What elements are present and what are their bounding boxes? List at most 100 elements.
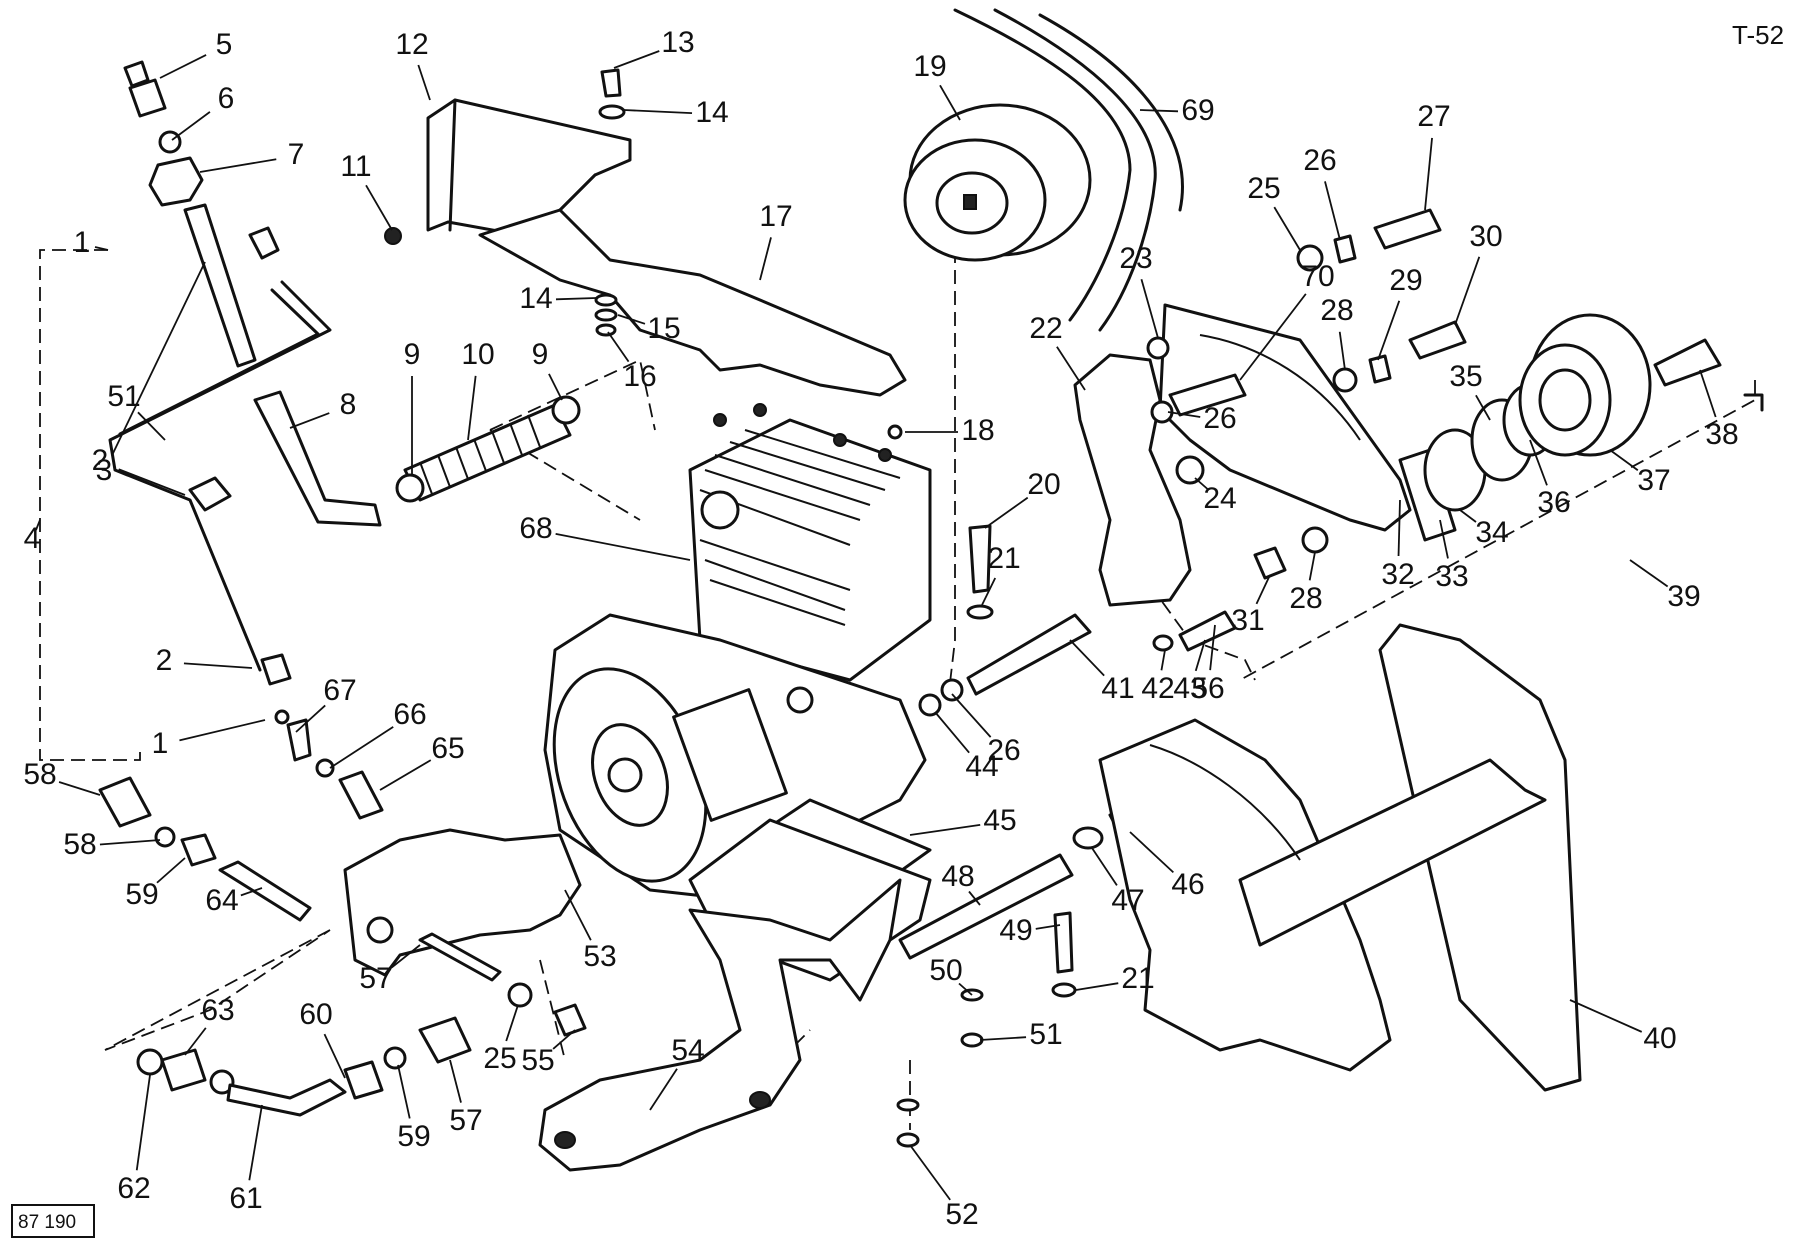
callout-number: 62 [117, 1172, 150, 1205]
callout-leader [156, 857, 186, 884]
washer-46 [1072, 826, 1104, 850]
callout-18: 18 [905, 414, 995, 447]
nut-31 [1253, 546, 1287, 580]
belt-68 [953, 8, 1184, 332]
callout-13: 13 [613, 26, 695, 69]
callout-leader [934, 711, 970, 754]
callout-28: 28 [1289, 551, 1323, 615]
nut-51-upper [960, 1032, 984, 1048]
callout-number: 37 [1637, 464, 1670, 497]
callout-number: 25 [1247, 172, 1280, 205]
callout-number: 48 [941, 860, 974, 893]
callout-30: 30 [1454, 220, 1503, 326]
callout-number: 49 [999, 914, 1032, 947]
callout-25: 25 [1247, 172, 1301, 251]
callout-70: 70 [1239, 260, 1335, 381]
callout-number: 13 [661, 26, 694, 59]
callout-37: 37 [1609, 449, 1671, 497]
callout-number: 58 [63, 828, 96, 861]
callout-number: 52 [945, 1198, 978, 1231]
callout-26: 26 [951, 693, 1021, 767]
callout-leader [607, 331, 630, 363]
callout-58: 58 [23, 758, 101, 796]
callout-number: 9 [404, 338, 421, 371]
callout-leader [1194, 639, 1206, 672]
callout-29: 29 [1377, 264, 1423, 361]
bracket-39 [1743, 393, 1764, 412]
pipe-50 [108, 280, 332, 672]
callout-leader [981, 577, 997, 606]
callout-number: 6 [218, 82, 235, 115]
callout-leader [968, 890, 981, 906]
callout-number: 61 [229, 1182, 262, 1215]
callout-41: 41 [1069, 639, 1135, 705]
callout-number: 39 [1667, 580, 1700, 613]
washer-65 [315, 758, 335, 778]
callout-leader [552, 1029, 576, 1050]
callout-46: 46 [1129, 831, 1205, 901]
bolt-69 [1168, 373, 1247, 417]
washer-23 [1146, 336, 1170, 360]
stud-47 [898, 853, 1074, 960]
callout-number: 51 [107, 380, 140, 413]
nut-11 [384, 227, 402, 245]
guard-40-strap [1238, 758, 1547, 947]
pipe-60 [226, 1078, 347, 1117]
nut-16 [595, 323, 617, 337]
arm-52 [343, 828, 582, 977]
bolt-30 [1408, 320, 1467, 360]
callout-number: 59 [125, 878, 158, 911]
callout-1: 1 [152, 719, 266, 760]
callout-leader [1439, 519, 1449, 559]
callout-number: 14 [695, 96, 728, 129]
callout-23: 23 [1119, 242, 1159, 339]
callout-26: 26 [1167, 402, 1237, 435]
callout-number: 3 [96, 454, 113, 487]
callout-leader [379, 759, 432, 791]
callout-leader [1239, 293, 1307, 381]
callout-leader [137, 411, 166, 441]
callout-44: 44 [934, 711, 999, 783]
callout-number: 38 [1705, 418, 1738, 451]
callout-number: 50 [929, 954, 962, 987]
callout-number: 65 [431, 732, 464, 765]
callout-leader [159, 54, 207, 79]
callout-51: 51 [107, 380, 166, 441]
callout-3: 3 [96, 261, 206, 487]
callout-14: 14 [623, 96, 729, 129]
callout-47: 47 [1091, 847, 1145, 917]
callout-number: 30 [1469, 220, 1502, 253]
callout-25: 25 [483, 1004, 519, 1075]
plate-17 [478, 208, 907, 397]
callout-leader [1140, 279, 1159, 339]
nut-51-lower [896, 1132, 920, 1148]
bolt-64 [338, 770, 384, 820]
callout-56: 56 [1191, 624, 1225, 705]
clip-2-upper [248, 226, 280, 260]
callout-4: 4 [24, 519, 41, 555]
callout-leader [564, 889, 592, 941]
callout-leader [329, 726, 394, 769]
callout-35: 35 [1449, 360, 1491, 421]
callout-57: 57 [449, 1059, 483, 1137]
callout-number: 18 [961, 414, 994, 447]
fitting-57-upper [98, 776, 152, 828]
callout-leader [1069, 639, 1105, 677]
callout-leader [505, 1004, 519, 1042]
callout-leader [555, 297, 597, 301]
callout-50: 50 [929, 954, 973, 996]
bolt-55 [1178, 610, 1237, 652]
callout-leader [171, 111, 211, 141]
callout-number: 8 [340, 388, 357, 421]
callout-leader [1459, 509, 1477, 523]
callout-52: 52 [909, 1144, 979, 1231]
callout-27: 27 [1417, 100, 1451, 211]
callout-leader [391, 944, 421, 969]
callout-number: 27 [1417, 100, 1450, 133]
callout-48: 48 [941, 860, 981, 906]
washer-15 [594, 308, 618, 322]
fitting-5 [123, 60, 167, 118]
stud-56 [418, 932, 502, 982]
nut-18 [887, 424, 903, 440]
